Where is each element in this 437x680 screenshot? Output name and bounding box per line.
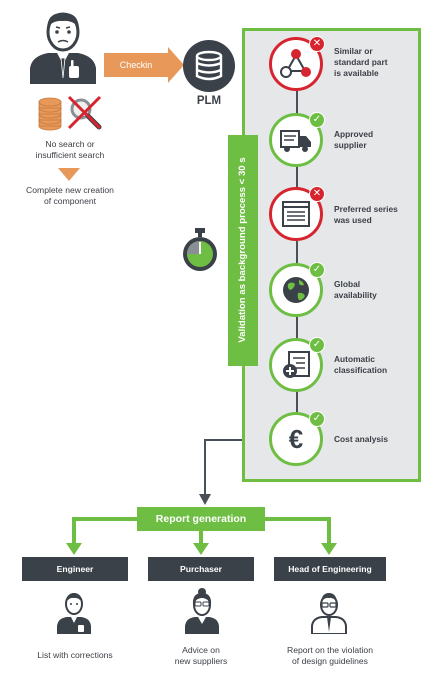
step-1-label: Similar or standard part is available (334, 46, 420, 79)
status-ok-badge: ✓ (309, 411, 325, 427)
new-creation-text: Complete new creation of component (8, 185, 132, 207)
classification-icon (283, 351, 310, 378)
step-global-availability (269, 263, 323, 317)
engineer-caption-line-1: List with corrections (37, 650, 113, 660)
coins-icon (38, 97, 62, 131)
status-fail-badge: ✕ (309, 186, 325, 202)
report-branch-left-down (72, 517, 76, 547)
new-creation-line-2: of component (43, 196, 97, 206)
role-engineer: Engineer (22, 557, 128, 581)
status-ok-badge: ✓ (309, 112, 325, 128)
down-arrow-orange (58, 168, 80, 181)
step-6-line-1: Cost analysis (334, 434, 388, 444)
molecule-icon (280, 49, 311, 78)
catalog-icon (282, 201, 310, 227)
step-4-line-2: availability (334, 290, 377, 300)
svg-text:€: € (289, 424, 303, 454)
step-3-line-1: Preferred series (334, 204, 398, 214)
step-preferred-series (269, 187, 323, 241)
head-caption: Report on the violation of design guidel… (266, 645, 394, 667)
no-search-line-2: insufficient search (35, 150, 105, 160)
report-branch-left (74, 517, 137, 521)
checkin-arrow-tip (168, 47, 184, 83)
step-similar-part (269, 37, 323, 91)
step-3-label: Preferred series was used (334, 204, 420, 226)
step-3-line-2: was used (334, 215, 372, 225)
new-creation-line-1: Complete new creation (26, 185, 114, 195)
globe-icon (283, 277, 309, 303)
role-head-of-engineering: Head of Engineering (274, 557, 386, 581)
report-branch-right-down (327, 517, 331, 547)
branch-arrowheads (66, 543, 337, 555)
purchaser-icon (185, 588, 219, 634)
head-of-engineering-icon (311, 593, 347, 634)
validation-label: Validation as background process < 30 s (237, 157, 248, 343)
stopwatch-icon (183, 228, 217, 271)
head-caption-line-2: of design guidelines (292, 656, 368, 666)
step-6-label: Cost analysis (334, 434, 420, 445)
engineer-icon (30, 12, 96, 84)
crossed-magnifier-icon (67, 95, 102, 130)
engineer-caption: List with corrections (14, 650, 136, 661)
report-branch-right (265, 517, 329, 521)
database-icon (195, 50, 223, 81)
truck-icon (280, 130, 311, 152)
plm-label: PLM (196, 95, 222, 107)
purchaser-caption: Advice on new suppliers (140, 645, 262, 667)
step-2-line-1: Approved (334, 129, 374, 139)
no-search-text: No search or insufficient search (20, 139, 120, 161)
step-1-line-2: standard part (334, 57, 388, 67)
step-2-label: Approved supplier (334, 129, 420, 151)
head-caption-line-1: Report on the violation (287, 645, 373, 655)
report-branch-center-down (199, 531, 203, 547)
purchaser-caption-line-2: new suppliers (174, 656, 228, 666)
validation-bar (228, 135, 258, 366)
validation-panel (242, 28, 421, 482)
step-2-line-2: supplier (334, 140, 367, 150)
step-5-line-2: classification (334, 365, 388, 375)
steps-connector (296, 62, 298, 440)
step-5-line-1: Automatic (334, 354, 375, 364)
status-ok-badge: ✓ (309, 262, 325, 278)
step-1-line-3: is available (334, 68, 379, 78)
engineer-icon (57, 593, 91, 634)
step-5-label: Automatic classification (334, 354, 420, 376)
purchaser-caption-line-1: Advice on (182, 645, 220, 655)
plm-node (183, 40, 235, 92)
step-4-line-1: Global (334, 279, 361, 289)
step-4-label: Global availability (334, 279, 420, 301)
role-purchaser: Purchaser (148, 557, 254, 581)
status-ok-badge: ✓ (309, 337, 325, 353)
status-fail-badge: ✕ (309, 36, 325, 52)
euro-icon: € (289, 424, 303, 454)
step-1-line-1: Similar or (334, 46, 373, 56)
checkin-arrow: Checkin (104, 53, 168, 77)
no-search-line-1: No search or (45, 139, 95, 149)
report-generation-box: Report generation (137, 507, 265, 531)
